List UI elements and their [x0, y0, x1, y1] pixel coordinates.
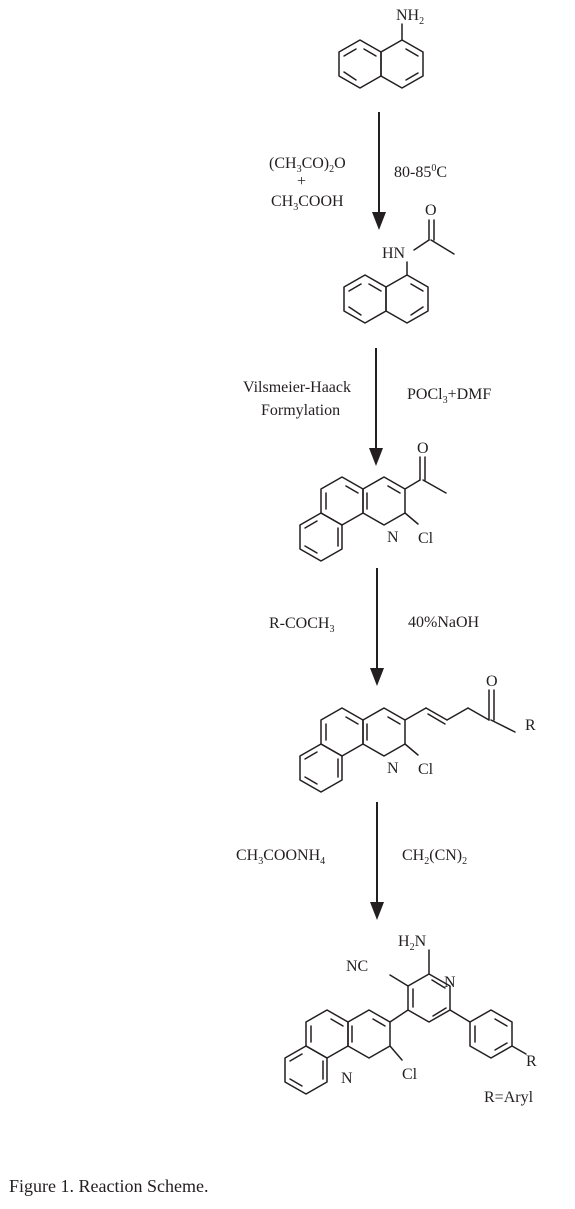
amine-label: NH2	[396, 7, 424, 27]
formylation-label: Formylation	[261, 402, 340, 419]
reagent-ammonium-acetate: CH3COONH4	[236, 847, 325, 867]
compound-acetamide: O HN	[343, 202, 455, 324]
conditions-step-1: (CH3CO)2O + CH3COOH 80-850C	[269, 155, 447, 213]
conditions-step-3: R-COCH3 40%NaOH	[269, 614, 480, 635]
substituents	[389, 949, 471, 1023]
enone-chain	[404, 689, 516, 733]
chlorine-label: Cl	[418, 761, 434, 778]
chlorine-label: Cl	[418, 530, 434, 547]
reagent-methyl-ketone: R-COCH3	[269, 615, 334, 635]
oxygen-label: O	[425, 202, 437, 219]
nitrogen-label: N	[387, 529, 399, 546]
compound-naphthylamine: NH2	[338, 7, 424, 89]
vilsmeier-label: Vilsmeier-Haack	[243, 379, 351, 396]
compound-chalcone: O R N Cl	[299, 673, 536, 793]
benzoquinoline-core	[299, 707, 406, 793]
reagent-acetic-anhydride: (CH3CO)2O	[269, 155, 346, 175]
aryl-ring	[469, 1009, 527, 1059]
naphthalene-ring	[338, 23, 424, 89]
acetyl-group	[419, 456, 447, 494]
benzoquinoline-core	[299, 476, 421, 562]
reaction-arrow-3	[370, 568, 384, 686]
oxygen-label: O	[486, 673, 498, 690]
nitrile-label: NC	[346, 958, 368, 975]
chlorine-label: Cl	[402, 1066, 418, 1083]
naphthalene-ring	[343, 261, 429, 324]
compound-acetyl-chloroquinoline: O N Cl	[299, 440, 447, 562]
r-group-label: R	[526, 1053, 537, 1070]
benzoquinoline-core	[284, 1009, 391, 1095]
reagent-malononitrile: CH2(CN)2	[402, 847, 467, 867]
hn-label: HN	[382, 245, 406, 262]
r-definition-label: R=Aryl	[484, 1089, 534, 1106]
compound-aminopyridine: H2N NC N N Cl R R=Aryl	[284, 933, 537, 1106]
temperature-label: 80-850C	[394, 163, 447, 181]
oxygen-label: O	[417, 440, 429, 457]
figure-caption: Figure 1. Reaction Scheme.	[9, 1176, 208, 1196]
reaction-arrow-2	[369, 348, 383, 466]
reagent-acetic-acid: CH3COOH	[271, 193, 344, 213]
conditions-step-2: Vilsmeier-Haack Formylation POCl3+DMF	[243, 379, 491, 419]
conditions-step-4: CH3COONH4 CH2(CN)2	[236, 847, 467, 867]
amine-label: H2N	[398, 933, 427, 953]
nitrogen-label: N	[341, 1070, 353, 1087]
plus-sign: +	[297, 173, 306, 190]
reaction-arrow-4	[370, 802, 384, 920]
pyridine-nitrogen-label: N	[444, 974, 456, 991]
acetyl-group	[413, 219, 455, 255]
r-group-label: R	[525, 717, 536, 734]
reagent-pocl3-dmf: POCl3+DMF	[407, 386, 491, 406]
reaction-arrow-1	[372, 112, 386, 230]
nitrogen-label: N	[387, 760, 399, 777]
reagent-naoh: 40%NaOH	[408, 614, 480, 631]
